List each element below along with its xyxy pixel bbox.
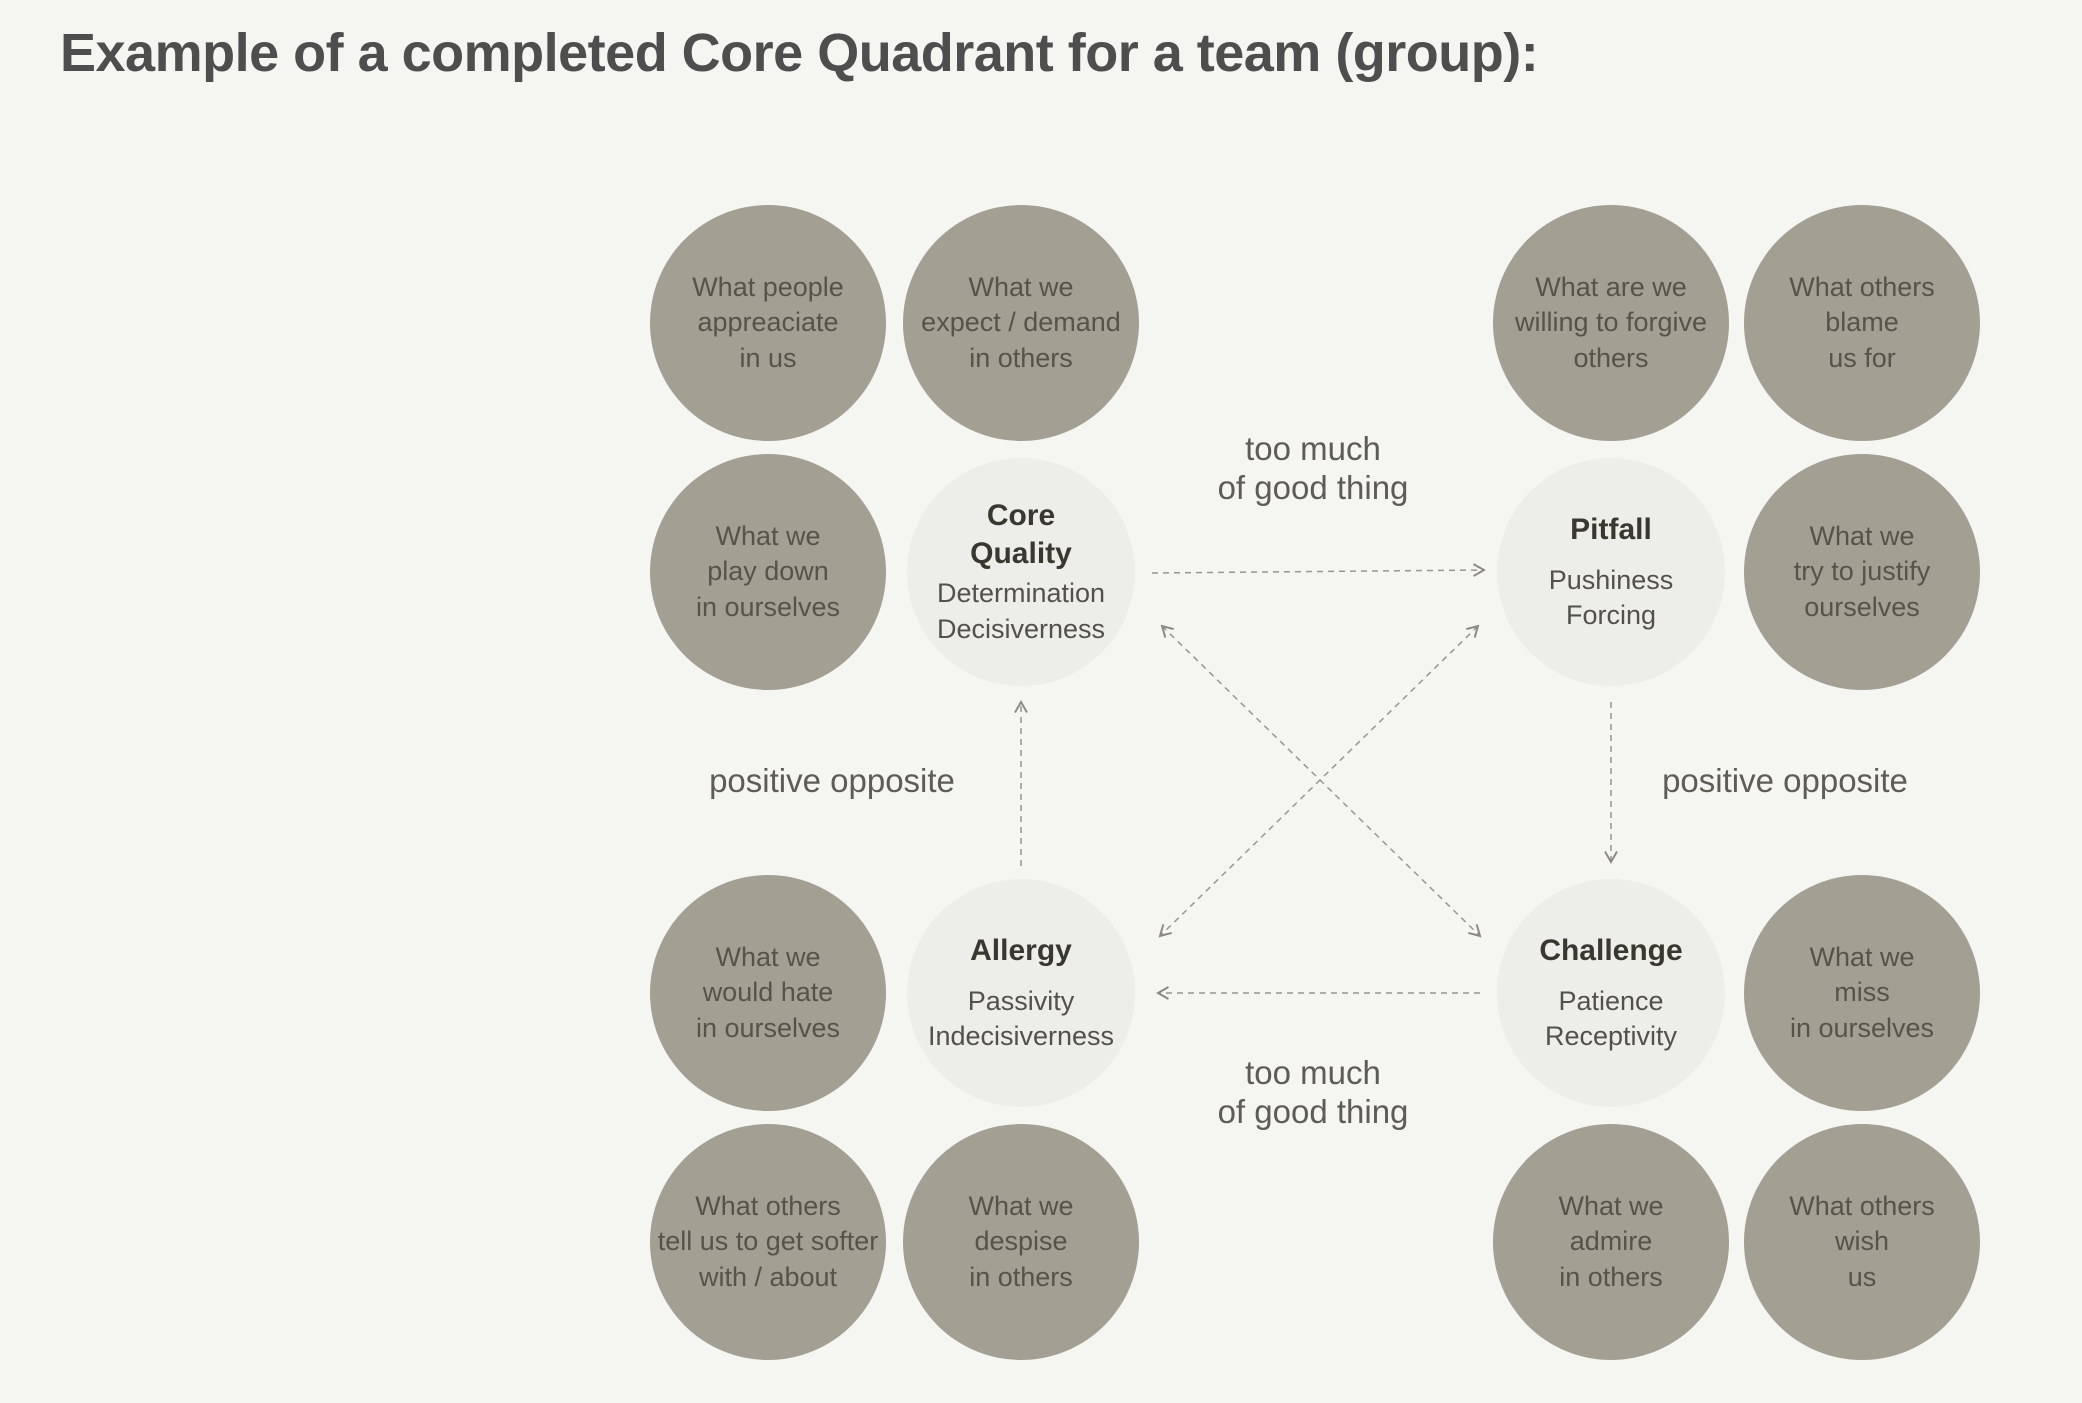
pitfall-title: Pitfall [1570,513,1652,547]
challenge-traits: Patience Receptivity [1544,985,1678,1051]
core-quality-traits: Determination Decisiverness [936,578,1106,644]
arrow-core-quality-to-pitfall [1151,563,1486,577]
satellite-label: What are we willing to forgive others [1514,271,1708,373]
allergy-circle: Allergy Passivity Indecisiverness [907,879,1135,1107]
satellite-admire-in-others: What we admire in others [1493,1124,1729,1360]
page-title: Example of a completed Core Quadrant for… [60,23,1539,83]
pitfall-traits: Pushiness Forcing [1548,564,1674,630]
satellite-label: What we try to justify ourselves [1793,520,1931,622]
core-quality-title: Core Quality [970,499,1072,570]
satellite-label: What others tell us to get softer with /… [657,1190,879,1292]
satellite-what-we-play-down: What we play down in ourselves [650,454,886,690]
satellite-label: What others wish us [1789,1190,1935,1292]
pitfall-circle: Pitfall Pushiness Forcing [1497,458,1725,686]
allergy-title: Allergy [970,934,1072,968]
label-positive-opposite-right: positive opposite [1662,762,1908,799]
satellite-would-hate-ourselves: What we would hate in ourselves [650,875,886,1111]
arrow-pitfall-allergy-diagonal [1158,624,1480,938]
satellite-try-to-justify: What we try to justify ourselves [1744,454,1980,690]
arrow-core-quality-challenge-diagonal [1160,624,1482,938]
satellite-label: What we miss in ourselves [1789,941,1935,1043]
satellite-label: What people appreaciate in us [692,271,844,373]
satellite-label: What we admire in others [1558,1190,1664,1292]
satellite-what-people-appreciate: What people appreaciate in us [650,205,886,441]
satellite-label: What others blame us for [1789,271,1935,373]
satellite-despise-in-others: What we despise in others [903,1124,1139,1360]
satellite-label: What we expect / demand in others [921,271,1121,373]
label-too-much-of-good-thing-top: too much of good thing [1217,430,1409,506]
satellite-what-we-expect-demand: What we expect / demand in others [903,205,1139,441]
core-quality-circle: Core Quality Determination Decisiverness [907,458,1135,686]
label-positive-opposite-left: positive opposite [709,762,955,799]
satellite-others-blame-us: What others blame us for [1744,205,1980,441]
allergy-traits: Passivity Indecisiverness [927,985,1115,1051]
label-too-much-of-good-thing-bottom: too much of good thing [1217,1054,1409,1130]
satellite-others-wish-us: What others wish us [1744,1124,1980,1360]
satellite-miss-in-ourselves: What we miss in ourselves [1744,875,1980,1111]
challenge-circle: Challenge Patience Receptivity [1497,879,1725,1107]
satellite-label: What we despise in others [968,1190,1074,1292]
satellite-get-softer-with: What others tell us to get softer with /… [650,1124,886,1360]
satellite-label: What we play down in ourselves [695,520,841,622]
challenge-title: Challenge [1539,934,1683,968]
satellite-label: What we would hate in ourselves [695,941,841,1043]
satellite-willing-to-forgive: What are we willing to forgive others [1493,205,1729,441]
